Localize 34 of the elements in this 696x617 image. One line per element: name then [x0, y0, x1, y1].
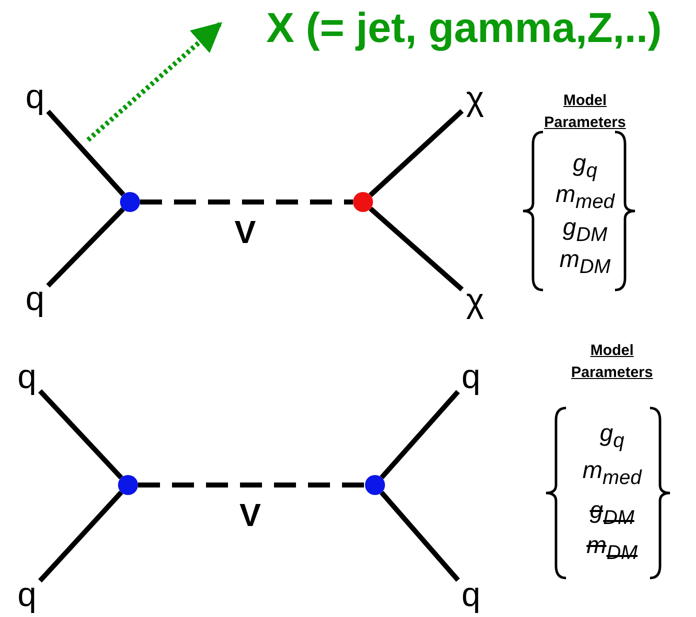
parameter-symbol: m$_{med}$ — [582, 457, 643, 491]
particle-line — [46, 110, 126, 196]
particle-label: q — [22, 282, 48, 316]
edge-label: V — [234, 214, 256, 251]
parameter-symbol: m$_{DM}$ — [558, 246, 612, 280]
arrow — [86, 22, 222, 142]
particle-label: q — [458, 578, 484, 612]
section-heading: Model Parameters — [543, 91, 627, 133]
particle-line — [368, 206, 464, 292]
particle-label: q — [14, 360, 40, 394]
particle-line — [38, 490, 124, 583]
particle-label: χ — [462, 284, 488, 318]
particle-label: q — [14, 578, 40, 612]
vertex-dot — [365, 475, 385, 495]
parameter-symbol: m$_{med}$ — [554, 181, 616, 215]
particle-label: q — [458, 360, 484, 394]
vertex-dot — [118, 475, 138, 495]
particle-line — [380, 390, 460, 480]
annotation-text: X (= jet, gamma,Z,..) — [238, 2, 690, 54]
dashed-propagator-line — [140, 200, 353, 204]
edge-label: V — [240, 497, 261, 534]
vertex-dot — [120, 192, 140, 212]
parameter-symbol: g$_{q}$ — [572, 150, 598, 184]
particle-line — [380, 490, 460, 582]
particle-label: q — [22, 80, 48, 114]
parameter-symbol: g$_{q}$ — [598, 420, 626, 454]
section-heading: Model Parameters — [570, 341, 654, 383]
dashed-propagator-line — [138, 482, 365, 488]
parameter-symbol: g$_{DM}$ — [562, 214, 608, 248]
particle-line — [368, 109, 464, 198]
particle-line — [38, 389, 123, 480]
particle-label: χ — [462, 82, 488, 116]
vertex-dot — [353, 192, 373, 212]
particle-line — [46, 207, 125, 288]
